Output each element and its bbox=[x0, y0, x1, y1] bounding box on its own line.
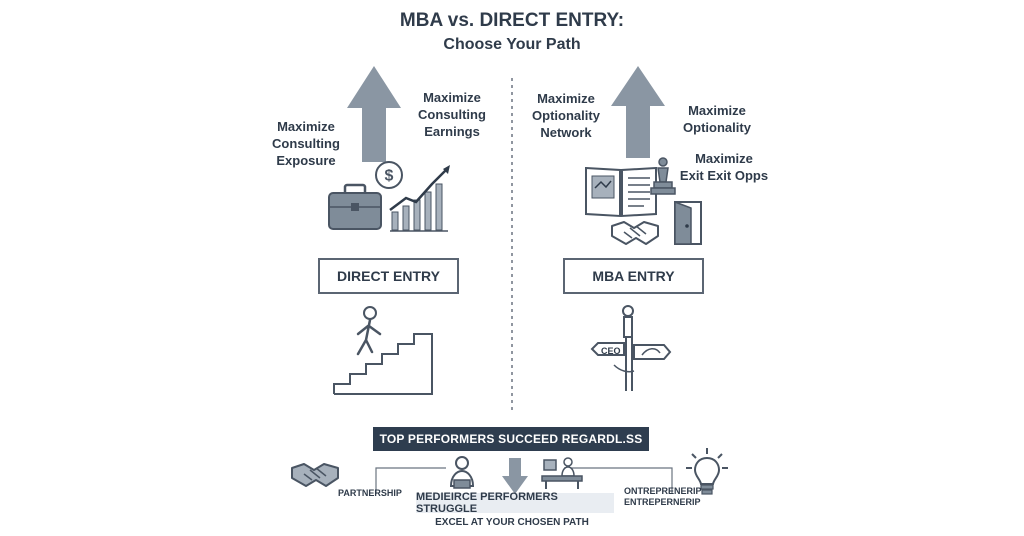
partnership-label: PARTNERSHIP bbox=[338, 488, 402, 498]
title-line-1: MBA vs. DIRECT ENTRY: bbox=[399, 10, 625, 31]
bottom-connector-lines bbox=[375, 467, 673, 494]
chess-piece-icon bbox=[650, 157, 676, 195]
handshake-icon-left bbox=[291, 463, 339, 487]
person-climbing-stairs-icon bbox=[333, 306, 433, 395]
briefcase-icon bbox=[328, 183, 382, 230]
mba-entry-box: MBA ENTRY bbox=[563, 258, 704, 294]
label-maximize-optionality-network: Maximize Optionality Network bbox=[532, 91, 600, 140]
label-maximize-optionality: Maximize Optionality bbox=[683, 103, 751, 135]
signpost-icon bbox=[590, 305, 672, 391]
up-arrow-icon-right bbox=[611, 66, 665, 158]
title-line-2: Choose Your Path bbox=[443, 36, 581, 53]
growth-chart-icon bbox=[389, 165, 450, 232]
desk-meeting-icon bbox=[541, 457, 583, 489]
svg-text:$: $ bbox=[385, 168, 394, 185]
handshake-icon bbox=[611, 221, 659, 245]
up-arrow-icon bbox=[347, 66, 401, 162]
dollar-icon: $ bbox=[375, 161, 403, 189]
open-book-icon bbox=[585, 166, 657, 218]
lightbulb-icon bbox=[686, 448, 728, 495]
signpost-text: CEO bbox=[601, 346, 621, 356]
direct-entry-box: DIRECT ENTRY bbox=[318, 258, 459, 294]
down-arrow-icon bbox=[502, 458, 528, 494]
center-divider bbox=[511, 78, 513, 412]
label-maximize-exit-opps: Maximize Exit Exit Opps bbox=[679, 151, 769, 183]
entrepreneur-label: ONTREPRENERIP ENTREPERNERIP bbox=[624, 486, 702, 507]
person-icon bbox=[449, 456, 475, 489]
label-maximize-consulting-exposure: Maximize Consulting Exposure bbox=[272, 119, 340, 168]
top-performers-banner: TOP PERFORMERS SUCCEED REGARDL.SS bbox=[373, 427, 649, 451]
mediocre-performers-banner: MEDIEIRCE PERFORMERS STRUGGLE bbox=[416, 491, 614, 515]
label-maximize-consulting-earnings: Maximize Consulting Earnings bbox=[418, 90, 486, 139]
footer-text: EXCEL AT YOUR CHOSEN PATH bbox=[435, 517, 589, 528]
door-icon bbox=[674, 200, 702, 245]
